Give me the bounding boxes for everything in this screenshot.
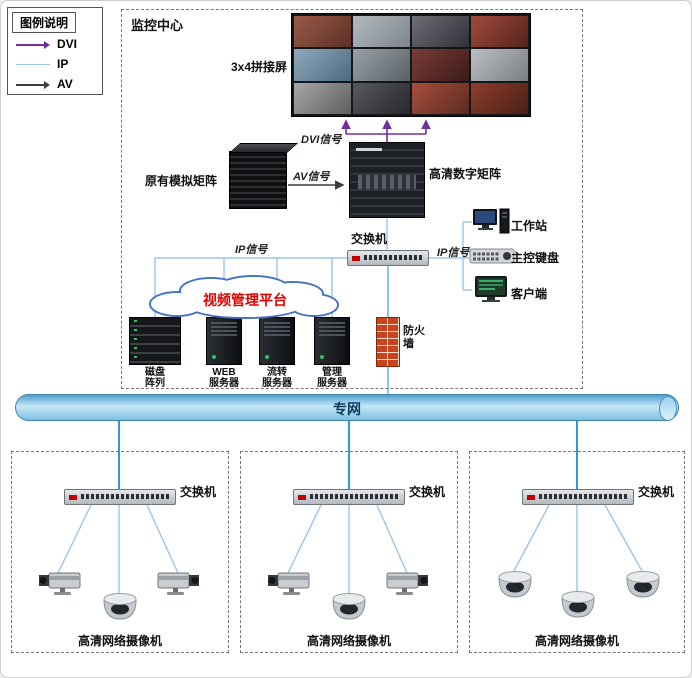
ip-signal-label-right: IP信号	[437, 247, 470, 259]
core-switch-icon	[347, 250, 429, 266]
video-wall-cell	[294, 82, 351, 114]
management-server-icon	[314, 317, 350, 365]
legend-label-dvi: DVI	[57, 37, 78, 51]
backbone-pipe	[15, 394, 679, 421]
disk-array-label: 磁盘 阵列	[145, 367, 165, 389]
site-box-2: 交换机	[240, 451, 458, 653]
ip-line-icon	[16, 60, 50, 69]
legend-row-ip: IP	[8, 54, 102, 74]
site2-cameras-label: 高清网络摄像机	[306, 634, 391, 648]
site-box-3: 交换机 高清网络摄像机	[469, 451, 685, 653]
web-server-icon	[206, 317, 242, 365]
core-switch-label: 交换机	[351, 232, 388, 246]
monitoring-center-title: 监控中心	[131, 18, 184, 33]
video-wall-cell	[412, 82, 469, 114]
site2-box-camera-right-icon	[385, 570, 431, 596]
firewall-icon	[376, 317, 400, 367]
analog-matrix-label: 原有模拟矩阵	[145, 174, 218, 188]
firewall-label: 防火 墙	[403, 325, 425, 350]
client-label: 客户端	[511, 287, 548, 301]
video-wall-label: 3x4拼接屏	[231, 60, 288, 74]
video-wall-cell	[471, 16, 528, 48]
dvi-signal-label: DVI信号	[301, 134, 342, 146]
workstation-label: 工作站	[511, 219, 548, 233]
site3-dome-camera-center-icon	[560, 590, 596, 620]
site1-cameras-label: 高清网络摄像机	[77, 634, 162, 648]
stream-server-label: 流转 服务器	[262, 367, 292, 389]
legend-row-av: AV	[8, 74, 102, 94]
video-wall-cell	[412, 49, 469, 81]
monitoring-center-box	[121, 9, 583, 389]
site3-cameras-label: 高清网络摄像机	[534, 634, 619, 648]
dvi-arrow-icon	[16, 40, 50, 49]
site2-box-camera-left-icon	[265, 570, 311, 596]
control-keyboard-icon	[469, 244, 515, 266]
site3-dome-camera-left-icon	[497, 570, 533, 600]
platform-cloud-label: 视频管理平台	[203, 292, 287, 308]
legend-title: 图例说明	[12, 12, 77, 33]
video-wall-cell	[294, 49, 351, 81]
video-wall-grid	[291, 13, 531, 117]
site1-box-camera-left-icon	[36, 570, 82, 596]
web-server-label: WEB 服务器	[209, 367, 239, 389]
video-wall-cell	[294, 16, 351, 48]
av-signal-label: AV信号	[293, 171, 330, 183]
site3-switch-icon	[522, 489, 634, 505]
control-keyboard-label: 主控键盘	[511, 251, 560, 265]
backbone-label: 专网	[333, 401, 361, 417]
site3-dome-camera-right-icon	[625, 570, 661, 600]
video-wall-cell	[353, 16, 410, 48]
digital-matrix-label: 高清数字矩阵	[429, 167, 502, 181]
av-arrow-icon	[16, 80, 50, 89]
site1-switch-label: 交换机	[180, 485, 217, 499]
video-wall-cell	[471, 82, 528, 114]
video-wall-cell	[412, 16, 469, 48]
analog-matrix-icon	[229, 151, 287, 209]
site-box-1: 交换机	[11, 451, 229, 653]
legend-row-dvi: DVI	[8, 34, 102, 54]
video-wall-cell	[471, 49, 528, 81]
client-icon	[471, 275, 511, 305]
digital-matrix-icon	[349, 142, 425, 218]
legend: 图例说明 DVI IP AV	[7, 7, 103, 95]
site1-switch-icon	[64, 489, 176, 505]
video-wall-cell	[353, 82, 410, 114]
disk-array-icon	[129, 317, 181, 365]
site1-box-camera-right-icon	[156, 570, 202, 596]
site2-switch-label: 交换机	[409, 485, 446, 499]
legend-label-ip: IP	[57, 57, 69, 71]
stream-server-icon	[259, 317, 295, 365]
workstation-icon	[471, 207, 511, 237]
video-wall-cell	[353, 49, 410, 81]
site1-dome-camera-icon	[102, 592, 138, 622]
site2-switch-icon	[293, 489, 405, 505]
site2-dome-camera-icon	[331, 592, 367, 622]
site3-switch-label: 交换机	[638, 485, 675, 499]
ip-signal-label-left: IP信号	[235, 244, 268, 256]
legend-label-av: AV	[57, 77, 73, 91]
management-server-label: 管理 服务器	[317, 367, 347, 389]
